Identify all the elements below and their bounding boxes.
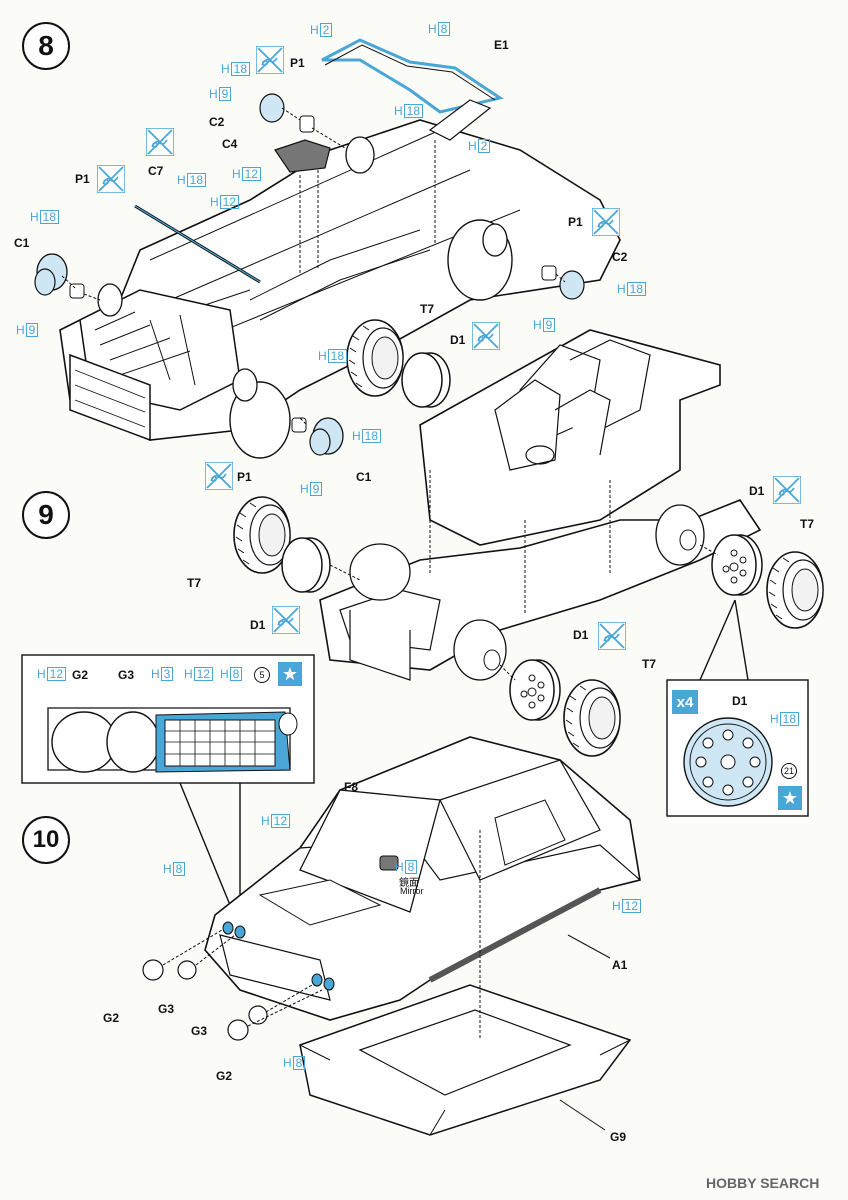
quantity-badge: x4 — [672, 690, 698, 714]
part-label-e1: E1 — [494, 38, 509, 52]
part-label-c7: C7 — [148, 164, 164, 178]
part-label-c2: C2 — [612, 250, 628, 264]
no-glue-icon — [773, 476, 801, 504]
part-label-t7: T7 — [187, 576, 202, 590]
part-label-f8: F8 — [344, 780, 359, 794]
step-8-number: 8 — [22, 22, 70, 70]
no-glue-icon — [598, 622, 626, 650]
watermark: HOBBY SEARCH — [706, 1175, 820, 1191]
no-glue-icon — [256, 46, 284, 74]
part-label-d1: D1 — [573, 628, 589, 642]
no-glue-icon — [97, 165, 125, 193]
part-label-t7: T7 — [420, 302, 435, 316]
part-label-p1: P1 — [290, 56, 305, 70]
part-label-d1: D1 — [250, 618, 266, 632]
part-label-d1: D1 — [450, 333, 466, 347]
part-label-g2: G2 — [216, 1069, 233, 1083]
part-label-c1: C1 — [356, 470, 372, 484]
mirror-label-jp: 鏡面 — [399, 878, 419, 889]
part-label-d1: D1 — [732, 694, 748, 708]
part-label-g3: G3 — [191, 1024, 208, 1038]
part-label-c2: C2 — [209, 115, 225, 129]
part-label-c1: C1 — [14, 236, 30, 250]
star-icon: ★ — [778, 786, 802, 810]
part-label-t7: T7 — [800, 517, 815, 531]
no-glue-icon — [205, 462, 233, 490]
part-label-p1: P1 — [75, 172, 90, 186]
star-icon: ★ — [278, 662, 302, 686]
decal-number: 5 — [254, 667, 270, 683]
step-9-number: 9 — [22, 491, 70, 539]
decal-number: 21 — [781, 763, 797, 779]
part-label-g2: G2 — [103, 1011, 120, 1025]
no-glue-icon — [472, 322, 500, 350]
part-label-t7: T7 — [642, 657, 657, 671]
part-label-g9: G9 — [610, 1130, 627, 1144]
no-glue-icon — [272, 606, 300, 634]
part-label-g3: G3 — [158, 1002, 175, 1016]
mirror-label-en: Mirror — [400, 886, 424, 896]
no-glue-icon — [592, 208, 620, 236]
part-label-c4: C4 — [222, 137, 238, 151]
part-label-g2: G2 — [72, 668, 89, 682]
part-label-p1: P1 — [568, 215, 583, 229]
part-label-p1: P1 — [237, 470, 252, 484]
part-label-g3: G3 — [118, 668, 135, 682]
part-label-a1: A1 — [612, 958, 628, 972]
step-10-number: 10 — [22, 816, 70, 864]
part-label-d1: D1 — [749, 484, 765, 498]
no-glue-icon — [146, 128, 174, 156]
